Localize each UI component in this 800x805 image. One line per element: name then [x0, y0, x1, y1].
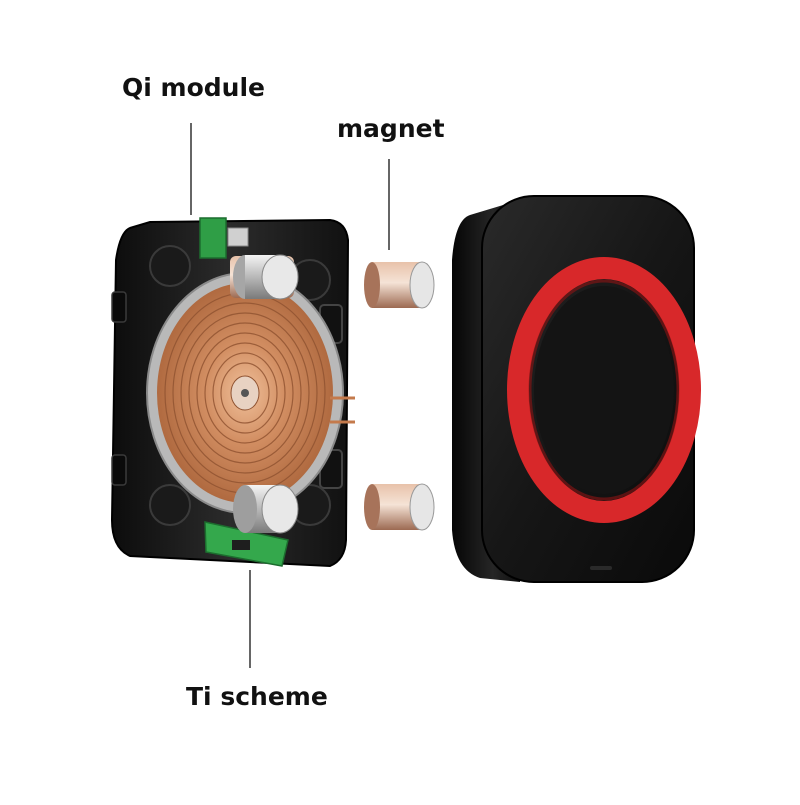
charging-pad-front-icon: [452, 195, 701, 583]
module-magnet-bottom-icon: [233, 484, 299, 534]
magnet-cylinder-top-icon: [364, 261, 435, 309]
wireless-charging-coil-icon: [146, 272, 355, 514]
magnet-cylinder-bottom-icon: [364, 483, 435, 531]
ti-scheme-label: Ti scheme: [186, 682, 328, 711]
module-magnet-top-icon: [230, 254, 299, 300]
magnet-label: magnet: [337, 114, 445, 143]
qi-module-label: Qi module: [122, 73, 265, 102]
ti-scheme-board-icon: [204, 521, 289, 567]
qi-module-board-icon: [199, 217, 249, 259]
